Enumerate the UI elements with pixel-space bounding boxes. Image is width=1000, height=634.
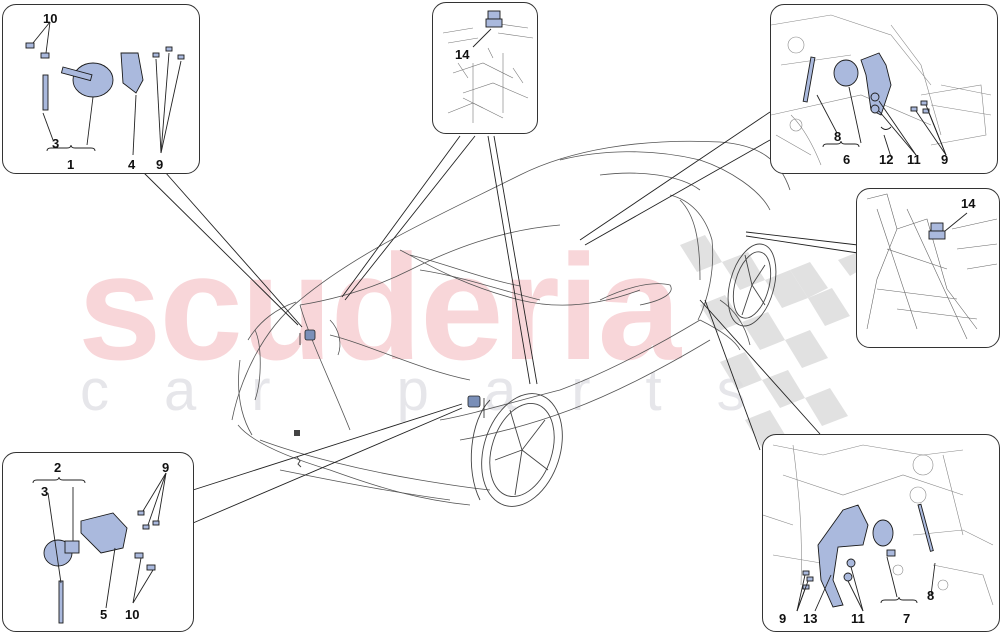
callout-14: 14	[455, 47, 470, 62]
callout-5: 5	[100, 607, 108, 622]
callout-9: 9	[156, 157, 164, 172]
callout-10: 10	[43, 11, 58, 26]
callout-9: 9	[162, 460, 170, 475]
callout-9: 9	[779, 611, 787, 626]
checkered-flag-graphic	[680, 235, 860, 448]
watermark-car-parts: car parts	[80, 358, 801, 423]
detail-panel-bottom-right: 9 13 11 7 8	[762, 434, 1000, 632]
detail-panel-bottom-left: 2 3 9 5 10	[2, 452, 194, 632]
front-sensor-on-car	[299, 329, 316, 345]
front-wheel	[470, 393, 563, 507]
ferrari-badge	[294, 430, 302, 468]
callout-6: 6	[843, 152, 851, 167]
bump-stop-view	[442, 10, 534, 123]
callout-8: 8	[834, 129, 842, 144]
callout-14: 14	[961, 196, 976, 211]
front-height-sensor-exploded	[25, 21, 185, 156]
rear-right-height-sensor-installed	[763, 444, 994, 612]
detail-panel-top-right: 8 6 12 11 9	[770, 4, 998, 174]
front-right-height-sensor-exploded	[32, 472, 167, 624]
callout-1: 1	[67, 157, 75, 172]
callout-4: 4	[128, 157, 136, 172]
car-outline	[231, 140, 791, 506]
callout-11: 11	[907, 152, 921, 167]
callout-11: 11	[851, 611, 865, 626]
callout-3: 3	[41, 484, 49, 499]
rear-height-sensor-installed	[771, 14, 992, 166]
callout-9: 9	[941, 152, 949, 167]
rear-bump-stop-view	[866, 193, 998, 340]
callout-12: 12	[879, 152, 894, 167]
callout-8: 8	[927, 588, 935, 603]
callout-3: 3	[52, 136, 60, 151]
callout-13: 13	[803, 611, 818, 626]
front-right-sensor-on-car	[467, 395, 485, 418]
callout-10: 10	[125, 607, 140, 622]
detail-panel-top-center: 14	[432, 2, 538, 134]
rear-wheel	[727, 243, 777, 327]
callout-7: 7	[903, 611, 911, 626]
detail-panel-middle-right: 14	[856, 188, 1000, 348]
callout-2: 2	[54, 460, 62, 475]
leader-lines	[142, 111, 859, 524]
detail-panel-top-left: 10 3 1 4 9	[2, 4, 200, 174]
